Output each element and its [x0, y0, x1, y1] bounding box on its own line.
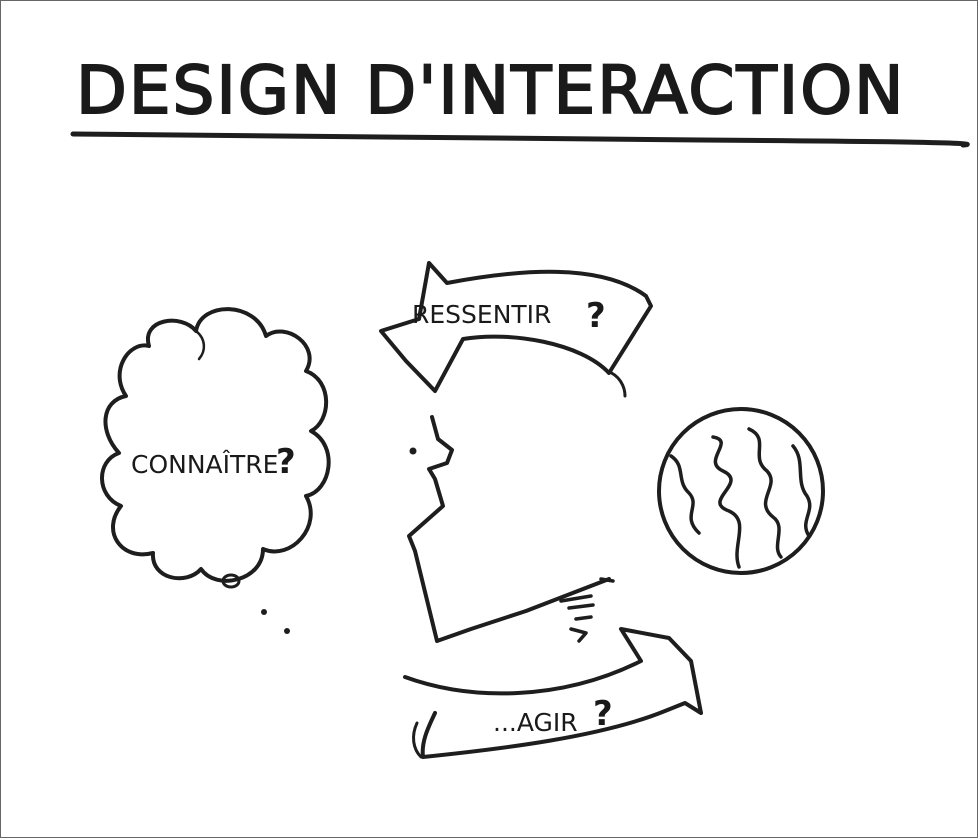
hand — [559, 577, 615, 643]
thought-dot — [284, 628, 290, 634]
label-ressentir: RESSENTIR — [412, 300, 551, 329]
eye — [409, 447, 417, 455]
face-profile — [407, 415, 611, 643]
label-connaitre: CONNAÎTRE — [131, 450, 278, 479]
globe-wave — [669, 454, 701, 535]
title: DESIGN D'INTERACTION — [76, 52, 906, 129]
thought-bubble-small — [221, 573, 241, 589]
thought-cloud — [100, 307, 331, 583]
globe-wave — [711, 435, 742, 569]
thought-dot — [261, 609, 267, 615]
globe — [657, 407, 825, 575]
arrow-ressentir — [379, 261, 653, 393]
arrow-agir — [403, 627, 703, 759]
question-mark: ? — [586, 296, 606, 336]
title-underline — [70, 131, 970, 148]
globe-wave — [791, 444, 812, 538]
globe-wave — [747, 427, 783, 559]
question-mark: ? — [593, 694, 613, 734]
arrow-ressentir-tail — [605, 369, 627, 398]
label-agir: ...AGIR — [493, 708, 578, 737]
arrow-agir-tail — [412, 721, 423, 759]
question-mark: ? — [276, 442, 296, 482]
cloud-bump-detail — [194, 329, 206, 361]
